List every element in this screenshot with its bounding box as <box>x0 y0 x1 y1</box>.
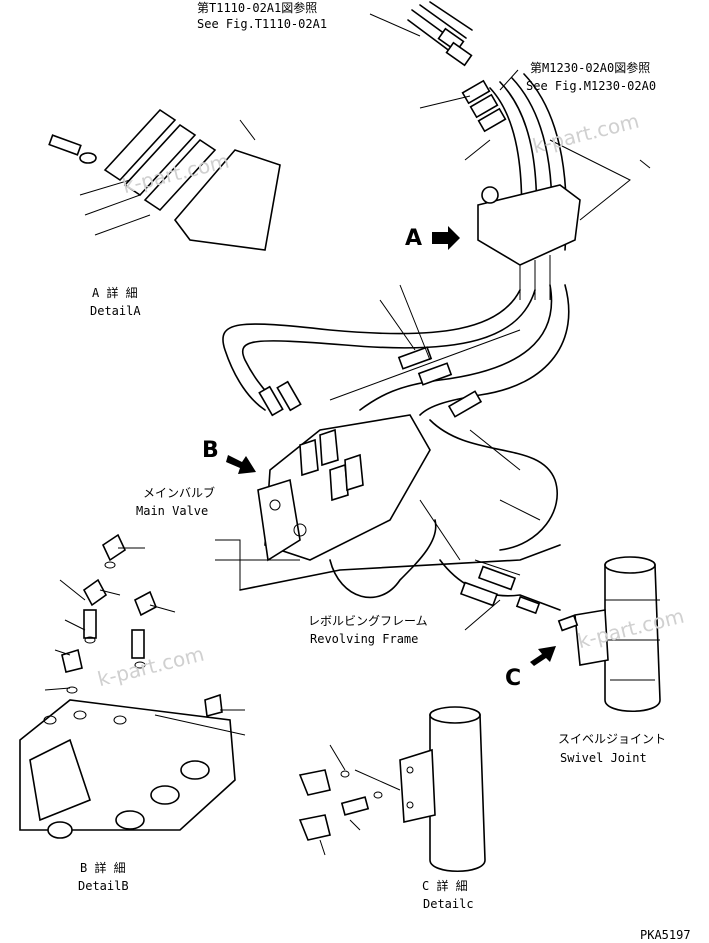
main-hose-loop <box>222 284 570 418</box>
main-valve-jp: メインバルブ <box>143 486 216 500</box>
ref-top-jp: 第T1110-02A1図参照 <box>197 1 318 15</box>
detail-a-en: DetailA <box>90 304 141 318</box>
revolving-frame-jp: レボルビングフレーム <box>308 614 428 628</box>
callout-arrow-c <box>530 646 556 666</box>
detail-c-jp: C 詳 細 <box>422 879 468 893</box>
drawing-code: PKA5197 <box>640 928 691 942</box>
lower-hoses <box>459 559 541 631</box>
main-valve-en: Main Valve <box>136 504 209 518</box>
callout-arrow-a <box>432 226 460 250</box>
main-valve-drawing <box>215 414 431 590</box>
swivel-joint-drawing <box>557 556 661 713</box>
upper-hose-bundle <box>477 73 651 300</box>
revolving-frame-en: Revolving Frame <box>310 632 419 646</box>
callout-c: C <box>505 666 522 691</box>
detail-b-jp: B 詳 細 <box>80 861 126 875</box>
swivel-joint-jp: スイベルジョイント <box>558 732 667 746</box>
detail-a-jp: A 詳 細 <box>92 286 138 300</box>
detail-c-drawing <box>298 706 486 873</box>
top-fitting-cluster <box>369 1 519 161</box>
callout-b: B <box>202 438 219 463</box>
ref-top-en: See Fig.T1110-02A1 <box>197 17 328 31</box>
detail-a-drawing <box>48 108 281 251</box>
detail-c-en: Detailc <box>423 897 474 911</box>
callout-arrow-b <box>226 455 256 474</box>
callout-a: A <box>405 226 423 251</box>
ref-right-en: See Fig.M1230-02A0 <box>526 79 657 93</box>
swivel-joint-en: Swivel Joint <box>560 751 647 765</box>
detail-b-drawing <box>19 533 246 839</box>
detail-b-en: DetailB <box>78 879 129 893</box>
ref-right-jp: 第M1230-02A0図参照 <box>530 61 651 75</box>
